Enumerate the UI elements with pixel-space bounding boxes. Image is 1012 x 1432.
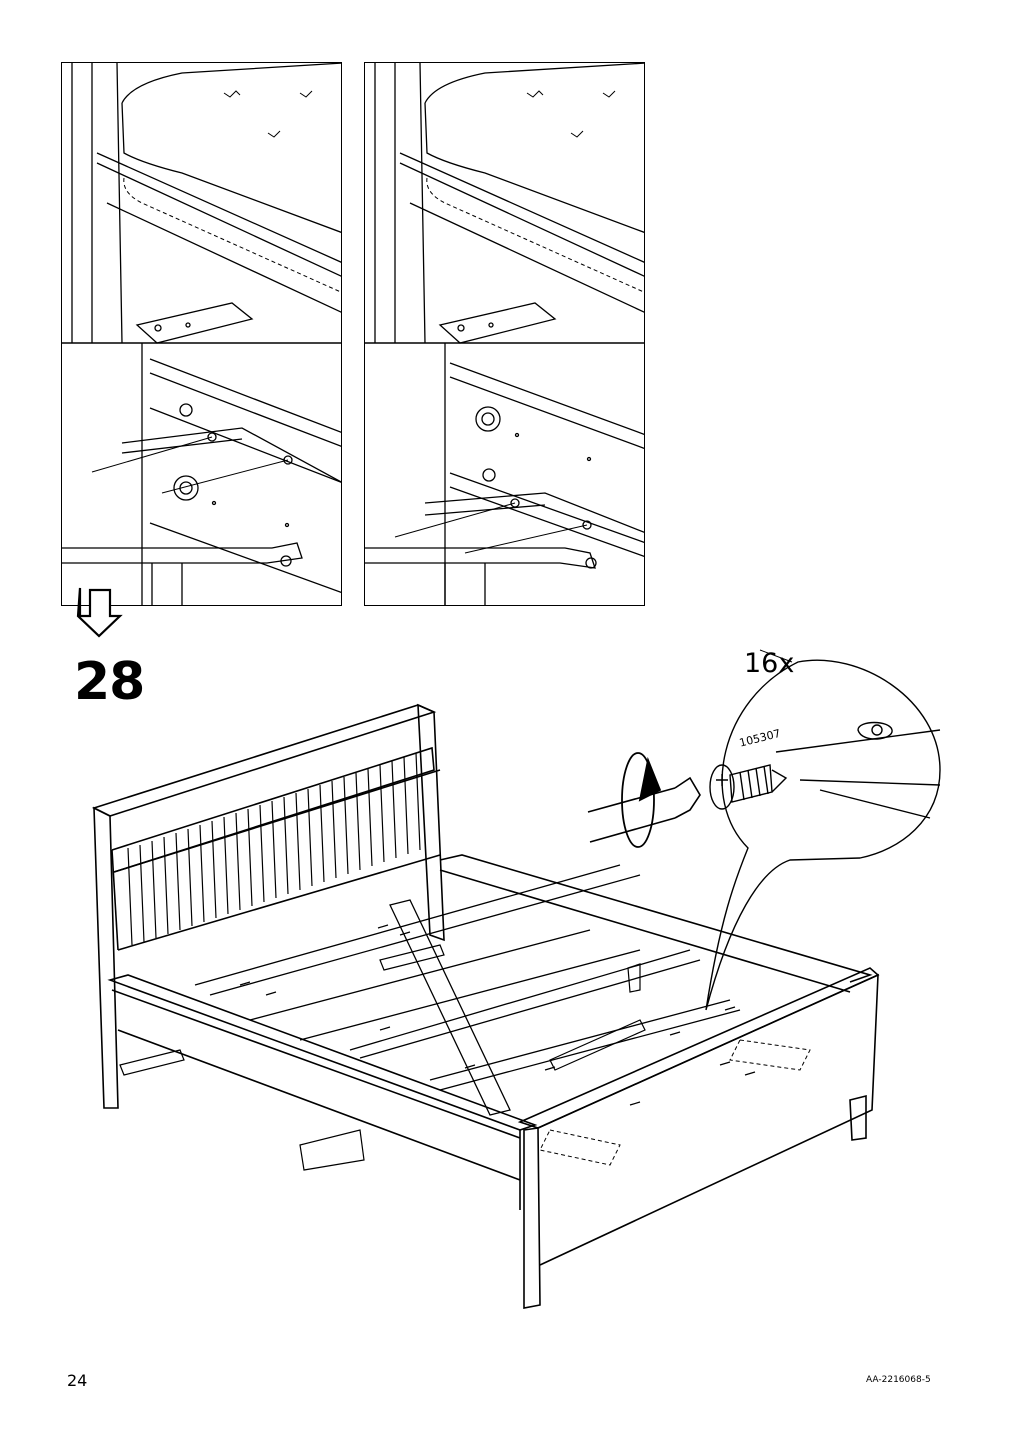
screw-icon: [709, 764, 788, 810]
headboard: [91, 703, 445, 1109]
screw-guides: [539, 1039, 811, 1166]
screwdriver-icon: [587, 776, 701, 843]
detail-illustration-right: [365, 63, 644, 605]
center-fittings: [119, 944, 646, 1171]
detail-panel-left: [61, 62, 342, 606]
side-rail-right: [439, 854, 873, 993]
detail-illustration-left: [62, 63, 341, 605]
side-rail-left: [107, 974, 538, 1210]
step-number: 28: [74, 652, 145, 712]
detail-panel-right: [364, 62, 645, 606]
rotate-clockwise-icon: [621, 752, 662, 848]
page-number: 24: [67, 1371, 88, 1390]
quantity-label: 16x: [744, 648, 795, 679]
down-arrow-icon: [76, 587, 123, 638]
document-code: AA-2216068-5: [866, 1375, 931, 1385]
screw-markers: [239, 924, 756, 1106]
footboard: [517, 967, 880, 1309]
bed-slats: [194, 864, 741, 1116]
detail-callout: [705, 649, 941, 1011]
